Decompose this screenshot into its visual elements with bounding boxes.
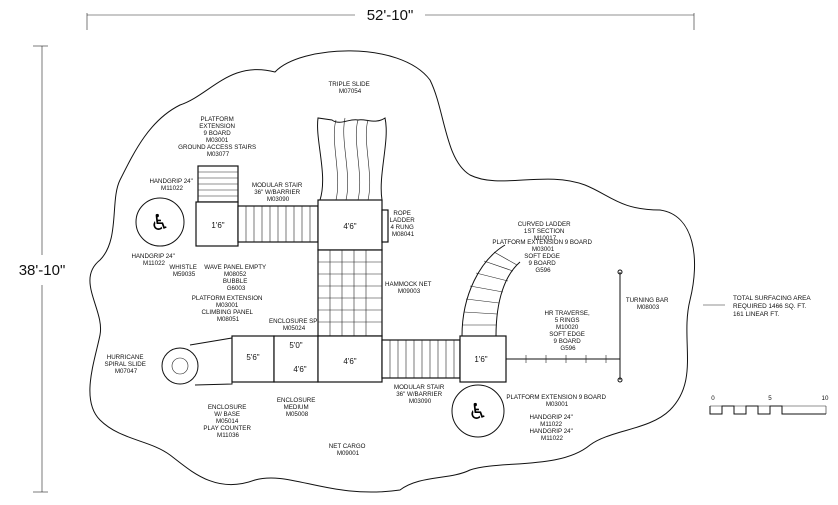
scale-tick-0: 0	[711, 395, 715, 402]
label-surfacing: TOTAL SURFACING AREA REQUIRED 1466 SQ. F…	[733, 295, 812, 318]
label-rope-ladder: ROPE LADDER 4 RUNG M08041	[390, 210, 417, 238]
svg-text:♿: ♿	[150, 211, 170, 236]
hammock-net	[317, 249, 383, 337]
scale-bar: 0 5 10	[709, 395, 829, 415]
label-curved-ladder: CURVED LADDER 1ST SECTION M10017	[518, 221, 573, 242]
hurricane-spiral-slide	[161, 337, 233, 386]
label-handgrip-top: HANDGRIP 24" M11022	[149, 178, 194, 192]
label-enclosure-medium: ENCLOSURE MEDIUM M05008	[277, 397, 317, 418]
hr-traverse	[506, 355, 620, 363]
label-platform-extension-climbing: PLATFORM EXTENSION M03001 CLIMBING PANEL…	[192, 295, 264, 323]
label-hurricane: HURRICANE SPIRAL SLIDE M07047	[104, 354, 147, 375]
label-platform-extension-right: PLATFORM EXTENSION 9 BOARD M03001	[492, 239, 593, 253]
label-platform-extension-top: PLATFORM EXTENSION 9 BOARD M03001 GROUND…	[178, 116, 258, 158]
turning-bar	[617, 269, 623, 383]
label-soft-edge: SOFT EDGE 9 BOARD G596	[524, 253, 561, 274]
label-enclosure-sp: ENCLOSURE SP M05024	[269, 318, 319, 332]
svg-text:♿: ♿	[468, 400, 488, 425]
curved-ladder	[461, 244, 521, 337]
deck-size-top-center: 4'6"	[343, 222, 356, 231]
height-dimension: 38'-10"	[19, 45, 66, 493]
label-platform-extension-bottom: PLATFORM EXTENSION 9 BOARD M03001	[506, 394, 607, 408]
deck-right	[459, 335, 507, 383]
width-dimension-text: 52'-10"	[367, 7, 414, 24]
label-handgrip-left: HANDGRIP 24" M11022	[131, 253, 176, 267]
label-enclosure-base: ENCLOSURE W/ BASE M05014 PLAY COUNTER M1…	[203, 404, 252, 439]
deck-size-mid-center: 4'6"	[343, 357, 356, 366]
label-whistle: WHISTLE M59035	[169, 264, 198, 278]
wheelchair-icon-bottom: ♿	[451, 384, 505, 438]
deck-size-right: 1'6"	[474, 355, 487, 364]
rope-ladder	[381, 209, 389, 243]
deck-size-top-left: 1'6"	[211, 221, 224, 230]
width-dimension: 52'-10"	[86, 7, 695, 30]
deck-mid-left	[231, 335, 275, 383]
label-turning-bar: TURNING BAR M08003	[626, 297, 670, 311]
triple-slide	[317, 117, 387, 201]
deck-size-mid-lower: 4'6"	[293, 365, 306, 374]
modular-stair-bottom	[381, 339, 461, 379]
wheelchair-icon-top: ♿	[135, 197, 185, 247]
scale-tick-10: 10	[822, 395, 829, 402]
label-modular-stair-top: MODULAR STAIR 36" W/BARRIER M03090	[252, 182, 304, 203]
label-hr-traverse: HR TRAVERSE, 5 RINGS M10020 SOFT EDGE 9 …	[545, 310, 592, 352]
deck-size-mid-left: 5'6"	[246, 353, 259, 362]
label-handgrip-bottom: HANDGRIP 24" M11022 HANDGRIP 24" M11022	[529, 414, 574, 442]
deck-mid-center	[317, 335, 383, 383]
height-dimension-text: 38'-10"	[19, 262, 66, 279]
label-wave-panel: WAVE PANEL EMPTY M08052 BUBBLE G6003	[204, 264, 268, 292]
label-net-cargo: NET CARGO M09001	[329, 443, 367, 457]
label-modular-stair-bottom: MODULAR STAIR 36" W/BARRIER M03090	[394, 384, 446, 405]
label-triple-slide: TRIPLE SLIDE M07054	[329, 81, 372, 95]
deck-size-mid-upper: 5'0"	[289, 341, 302, 350]
modular-stair-top	[237, 205, 319, 243]
label-hammock-net: HAMMOCK NET M09003	[385, 281, 433, 295]
deck-top-center	[317, 199, 383, 251]
ground-access-stairs	[197, 165, 239, 203]
scale-tick-5: 5	[768, 395, 772, 402]
surfacing-boundary	[89, 50, 695, 493]
